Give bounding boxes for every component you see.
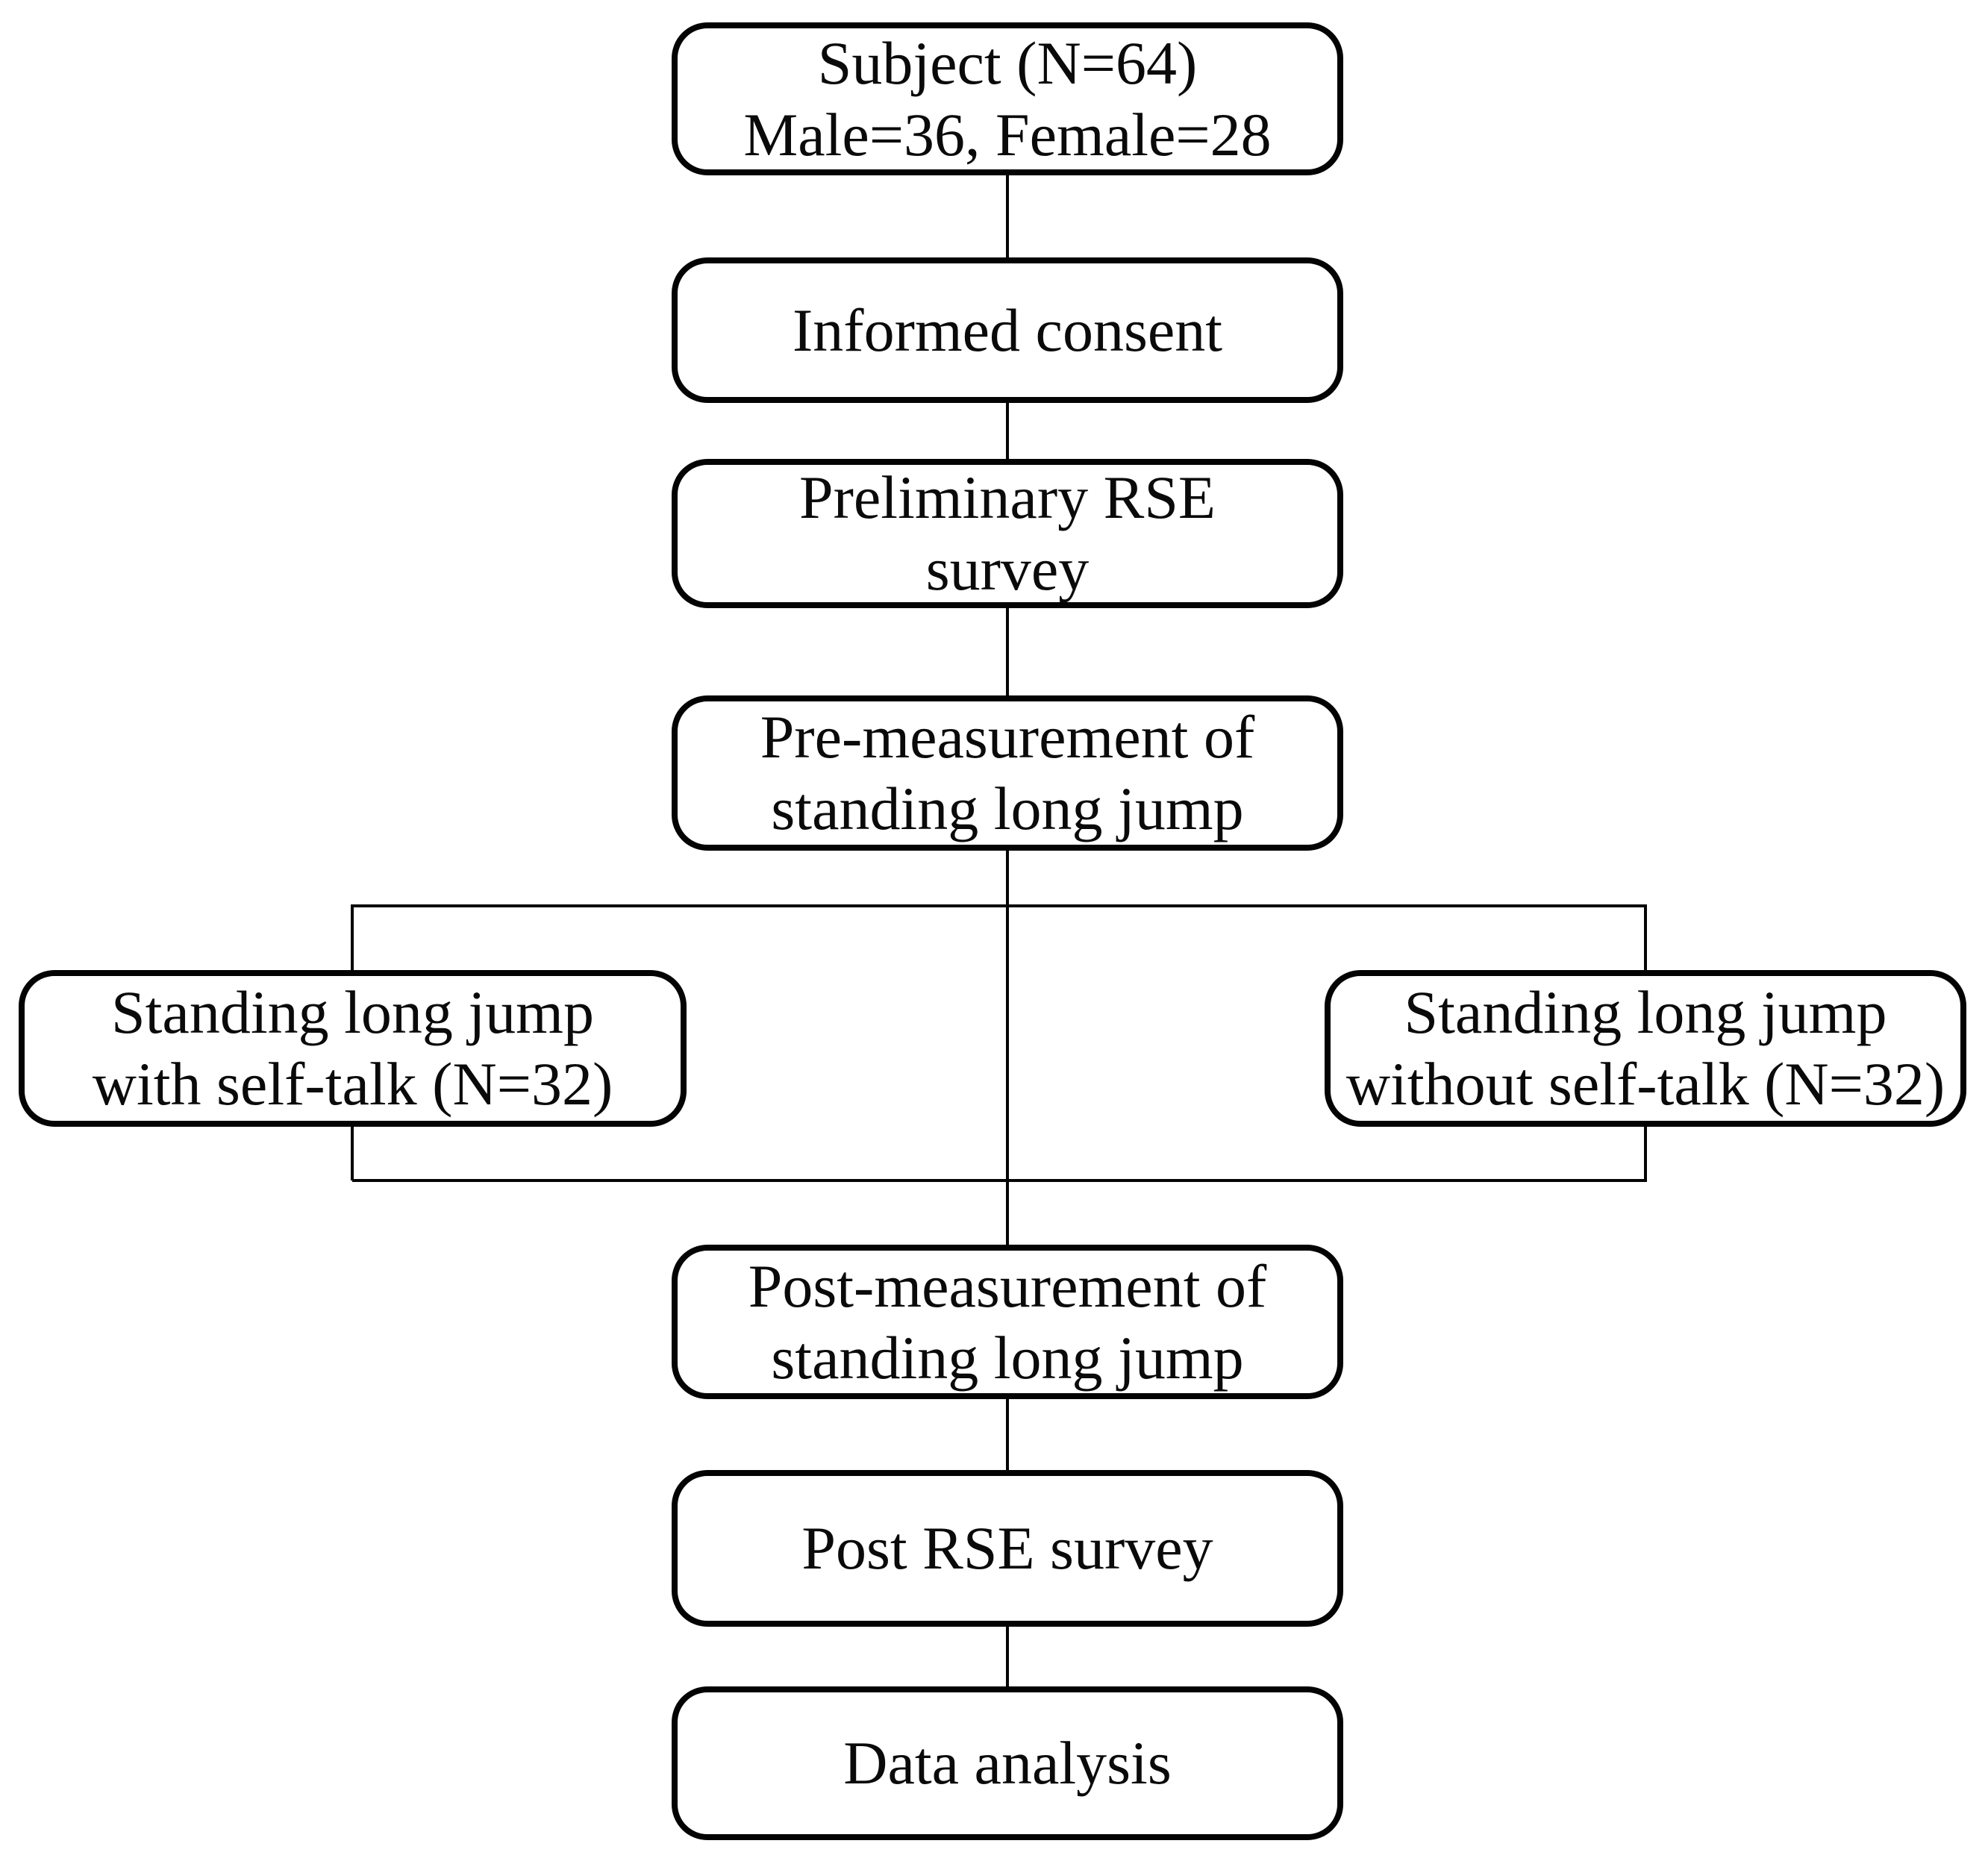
connector-postrse-to-dataanalysis	[1006, 1627, 1009, 1686]
node-text-line: standing long jump	[771, 775, 1244, 842]
node-text-line: with self-talk (N=32)	[92, 1050, 613, 1118]
node-text-line: Pre-measurement of	[760, 703, 1255, 771]
node-text-line: Standing long jump	[111, 978, 594, 1046]
flow-node-pre-measurement: Pre-measurement of standing long jump	[672, 695, 1343, 851]
node-text-line: Informed consent	[792, 295, 1223, 364]
flow-node-without-self-talk: Standing long jump without self-talk (N=…	[1325, 970, 1966, 1127]
connector-premeasurement-to-postmeasurement	[1006, 851, 1009, 1245]
node-text-line: standing long jump	[771, 1323, 1244, 1392]
connector-preliminary-to-premeasurement	[1006, 608, 1009, 695]
branch-left-rise-line	[351, 1127, 354, 1180]
node-text-line: Male=36, Female=28	[743, 100, 1272, 169]
node-text-line: Standing long jump	[1404, 978, 1887, 1046]
flow-node-subject: Subject (N=64) Male=36, Female=28	[672, 22, 1343, 175]
node-text-line: Post-measurement of	[748, 1251, 1267, 1320]
branch-split-line	[352, 904, 1647, 907]
connector-postmeasurement-to-postrse	[1006, 1399, 1009, 1470]
flow-node-informed-consent: Informed consent	[672, 257, 1343, 403]
branch-left-drop-line	[351, 904, 354, 972]
flow-node-with-self-talk: Standing long jump with self-talk (N=32)	[19, 970, 687, 1127]
branch-right-rise-line	[1644, 1127, 1647, 1180]
connector-informed-to-preliminary	[1006, 403, 1009, 459]
flow-node-post-measurement: Post-measurement of standing long jump	[672, 1245, 1343, 1399]
node-text-line: survey	[925, 535, 1090, 603]
branch-right-drop-line	[1644, 904, 1647, 972]
node-text-line: Preliminary RSE	[798, 463, 1216, 531]
flow-node-preliminary-rse-survey: Preliminary RSE survey	[672, 459, 1343, 608]
node-text-line: Post RSE survey	[801, 1514, 1213, 1582]
flow-node-data-analysis: Data analysis	[672, 1686, 1343, 1840]
branch-join-line	[352, 1179, 1647, 1182]
node-text-line: Data analysis	[843, 1729, 1172, 1797]
node-text-line: without self-talk (N=32)	[1345, 1050, 1945, 1118]
flow-node-post-rse-survey: Post RSE survey	[672, 1470, 1343, 1627]
node-text-line: Subject (N=64)	[817, 28, 1198, 97]
connector-subject-to-informed	[1006, 175, 1009, 257]
